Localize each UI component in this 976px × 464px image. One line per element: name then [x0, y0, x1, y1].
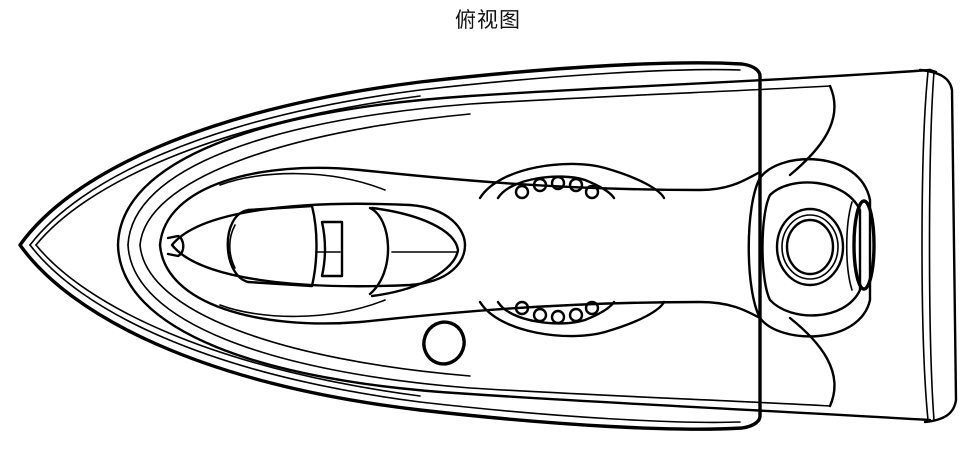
- rear-control-dial: [747, 84, 876, 408]
- steam-vent-bottom: [478, 300, 666, 338]
- soleplate-outline: [18, 61, 762, 431]
- front-control-cavity: [170, 202, 467, 298]
- handle: [158, 166, 762, 325]
- figure-title: 俯视图: [455, 8, 521, 32]
- rear-heel: [918, 68, 958, 424]
- nose-tip: [166, 234, 185, 258]
- body-shell: [116, 68, 932, 422]
- steam-vent-top: [478, 162, 666, 200]
- water-fill-hole: [422, 320, 466, 366]
